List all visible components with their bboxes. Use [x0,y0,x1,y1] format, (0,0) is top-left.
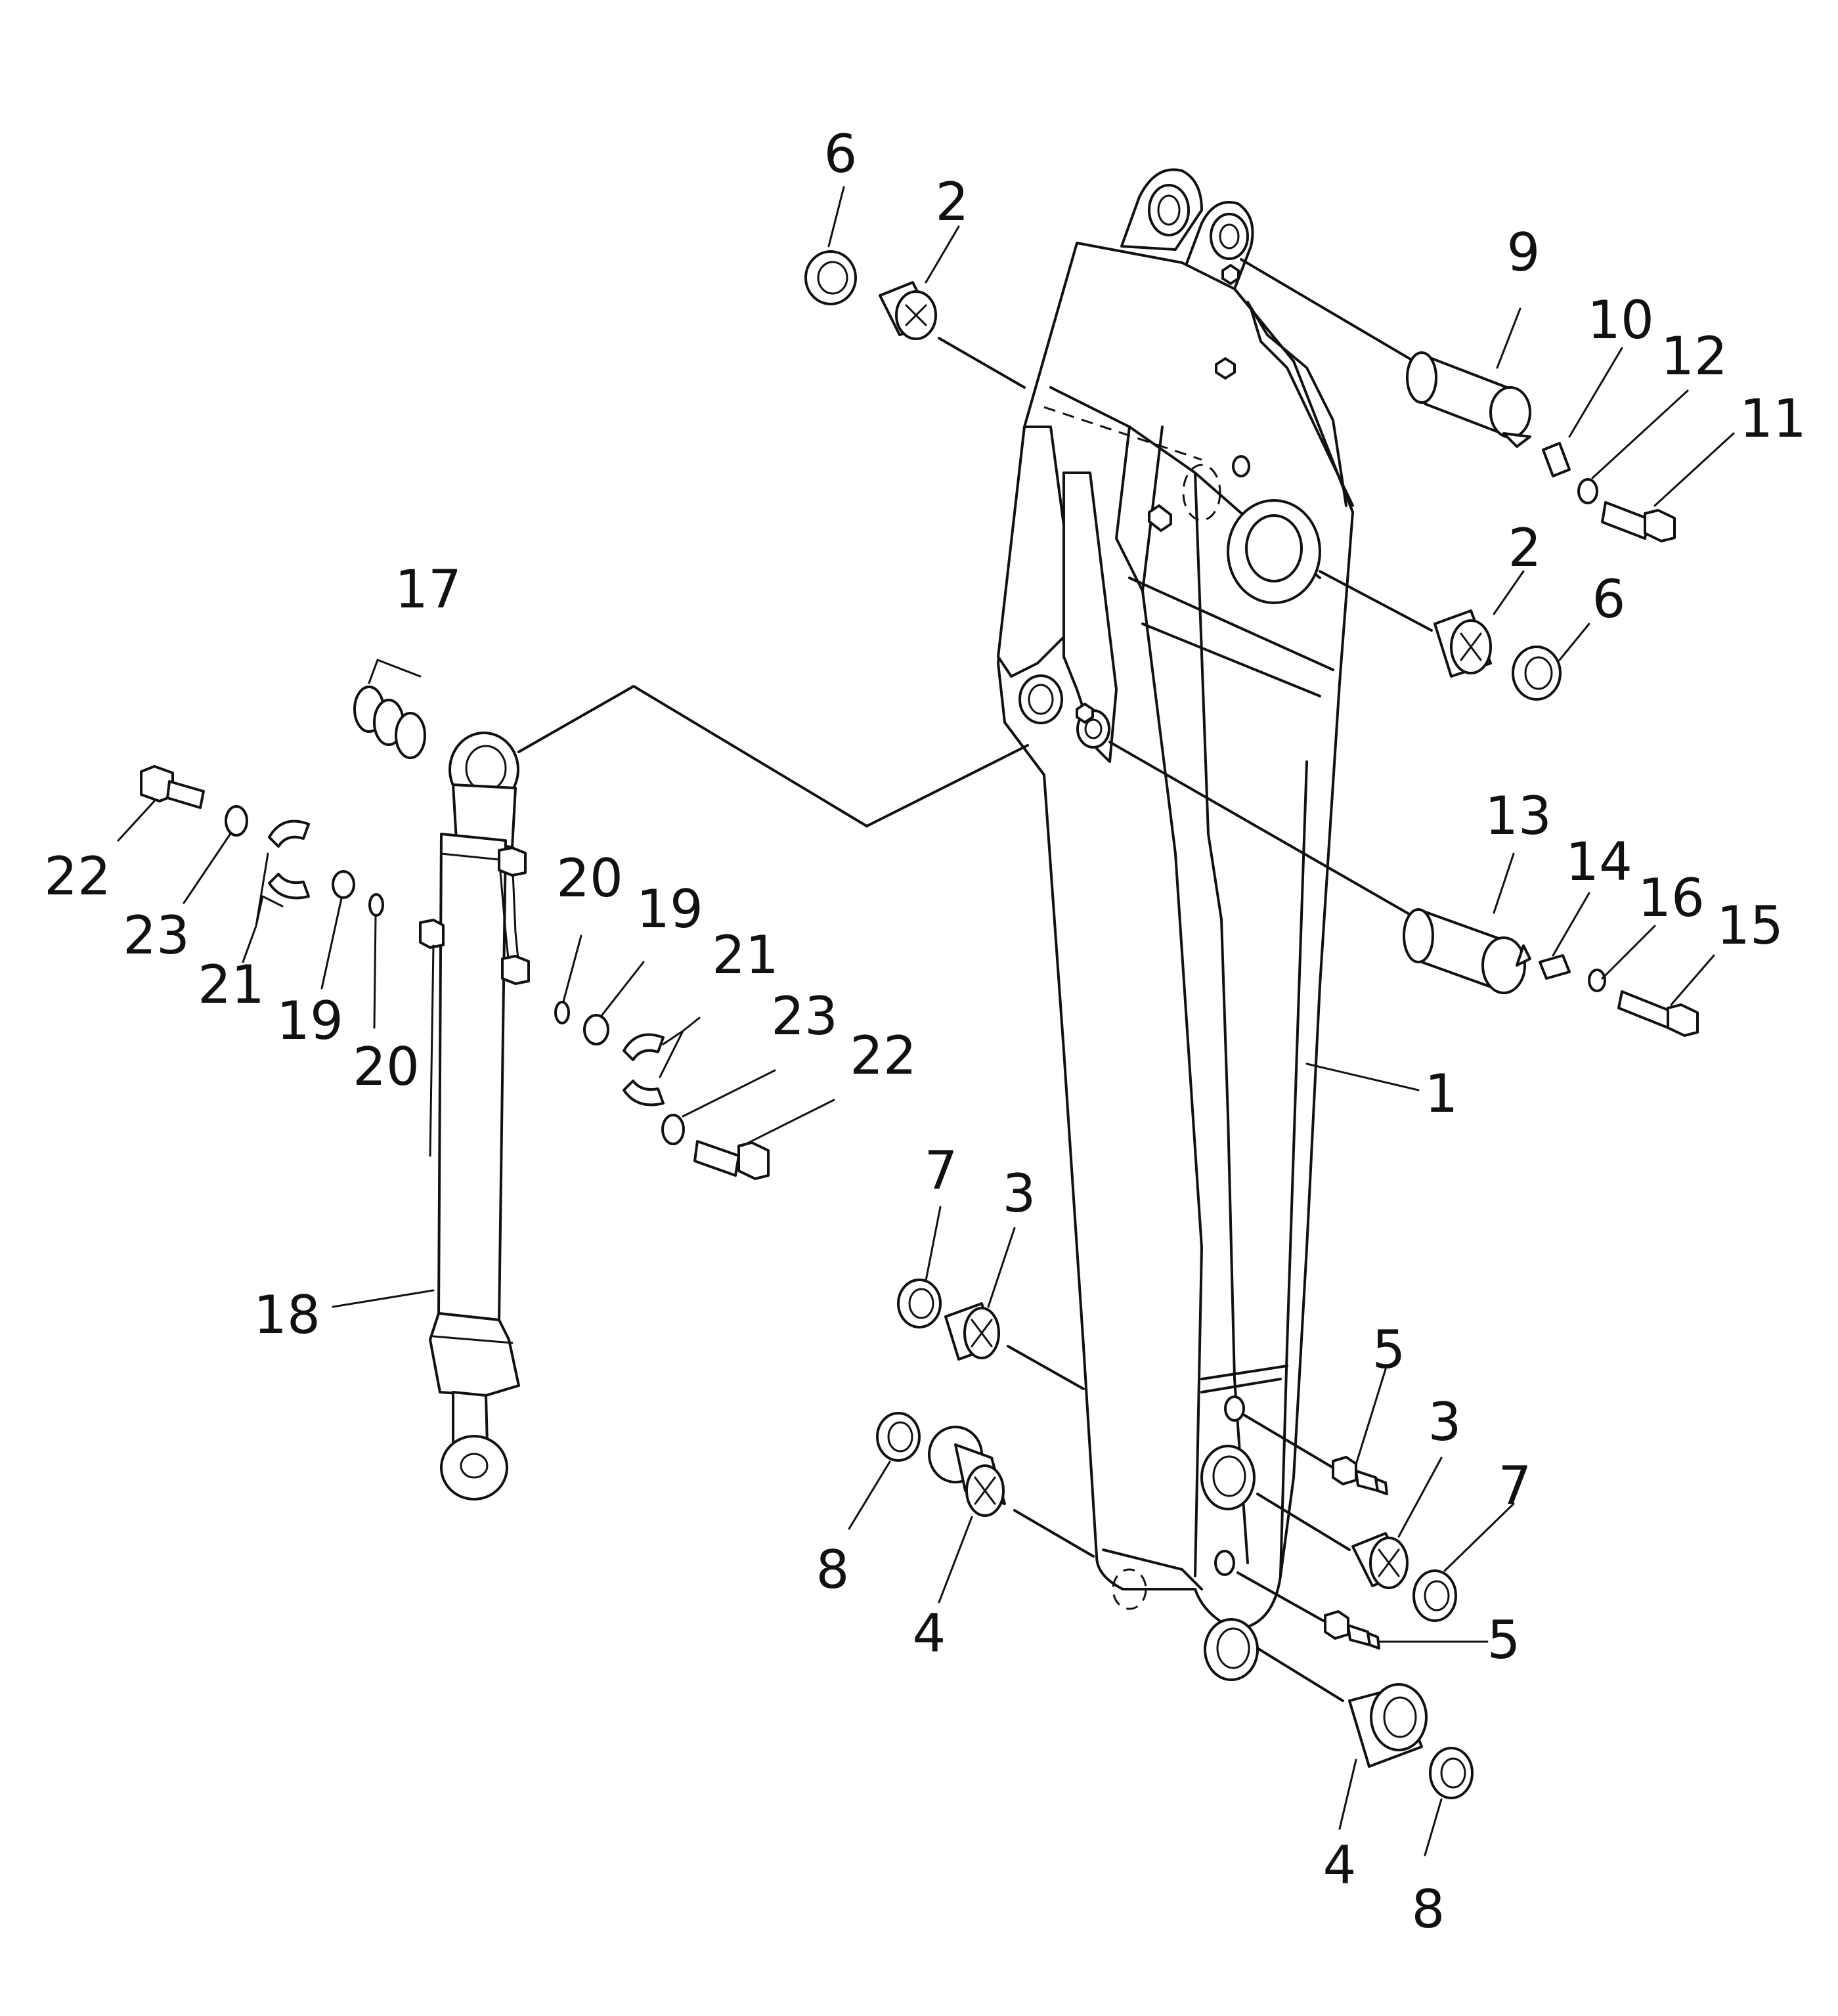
bushing-3-left [944,1302,1000,1361]
bolt-22-right [693,1140,770,1180]
callout-6: 6 [1592,569,1626,630]
callout-2: 2 [936,171,969,232]
callout-18: 18 [253,1284,320,1346]
leader-2-top [938,337,1026,389]
callout-15: 15 [1717,895,1783,956]
seal-8-left [876,1412,921,1462]
callout-6: 6 [824,123,858,185]
callout-3: 3 [1003,1163,1036,1224]
callout-labels: 6 2 9 10 12 11 2 6 17 13 14 16 15 22 23 … [44,123,1806,1940]
callout-19: 19 [276,990,343,1051]
washer-23-left [225,805,248,837]
callout-5: 5 [1487,1610,1521,1671]
fitting-5-top [1332,1456,1388,1495]
callout-8: 8 [816,1539,850,1600]
callout-17: 17 [395,559,462,620]
spacer-19-left [332,870,355,899]
leader-lines [117,186,1735,1856]
plate-10 [1542,442,1571,477]
bolt-11 [1601,501,1676,542]
callout-7: 7 [1499,1455,1532,1516]
leader-3-left-axis [1007,1345,1085,1390]
callout-10: 10 [1587,290,1654,351]
pin-13-axis [1108,741,1420,921]
callout-20: 20 [353,1036,420,1097]
leader-5-bottom-axis [1236,1571,1324,1622]
callout-14: 14 [1565,831,1632,892]
cylinder-to-boom-line [517,685,1029,827]
callout-2: 2 [1508,517,1542,579]
pin-9 [1406,351,1531,448]
clamp-21-left [268,820,310,900]
leader-4-left-axis [1013,1509,1095,1558]
oring-20-left [368,893,384,917]
clamp-21-right [623,1033,665,1107]
seal-8-right [1429,1747,1474,1799]
seal-7-left [897,1279,942,1328]
pin-13 [1403,908,1531,994]
boom-cylinder-part-18 [419,732,530,1501]
pin-4-left [928,1426,1006,1517]
bolt-15 [1617,990,1699,1037]
callout-16: 16 [1638,867,1705,929]
washer-12 [1577,478,1598,504]
shims-17 [353,686,426,759]
callout-4: 4 [913,1603,946,1664]
pin-4-right [1348,1683,1428,1768]
callout-13: 13 [1485,785,1552,846]
callout-19: 19 [636,879,703,940]
leader-3-right-axis [1256,1493,1351,1551]
callout-12: 12 [1661,326,1728,387]
callout-21: 21 [712,925,779,986]
washer-16 [1588,969,1606,992]
boom-part-1 [997,168,1354,1681]
washer-23-right [661,1114,685,1145]
seal-6-right [1512,646,1562,701]
callout-21: 21 [198,954,265,1015]
leader-5-top-axis [1243,1414,1334,1469]
plate-14 [1539,954,1571,980]
leader-2-right-axis [1319,570,1433,632]
callout-9: 9 [1507,222,1541,283]
callout-7: 7 [925,1140,958,1201]
callout-3: 3 [1428,1391,1462,1453]
fitting-5-bottom [1324,1610,1380,1650]
callout-8: 8 [1412,1879,1445,1940]
callout-1: 1 [1425,1063,1458,1124]
callout-20: 20 [556,848,623,909]
callout-22: 22 [44,846,111,907]
bushing-2-top [879,281,937,340]
bushing-2-right [1433,609,1492,678]
callout-22: 22 [850,1025,917,1086]
leader-4-right-axis [1256,1647,1344,1702]
spacer-19-right [583,1014,609,1045]
callout-23: 23 [123,905,190,966]
pin-9-axis [1240,258,1426,369]
bushing-3-right [1351,1532,1409,1589]
callout-5: 5 [1372,1319,1406,1380]
seal-7-right [1412,1569,1457,1622]
callout-23: 23 [771,986,838,1047]
bolt-22-left [140,765,205,809]
callout-4: 4 [1323,1835,1357,1896]
oring-20-right [554,1001,570,1024]
seal-6-top [804,250,857,305]
callout-11: 11 [1740,388,1806,449]
